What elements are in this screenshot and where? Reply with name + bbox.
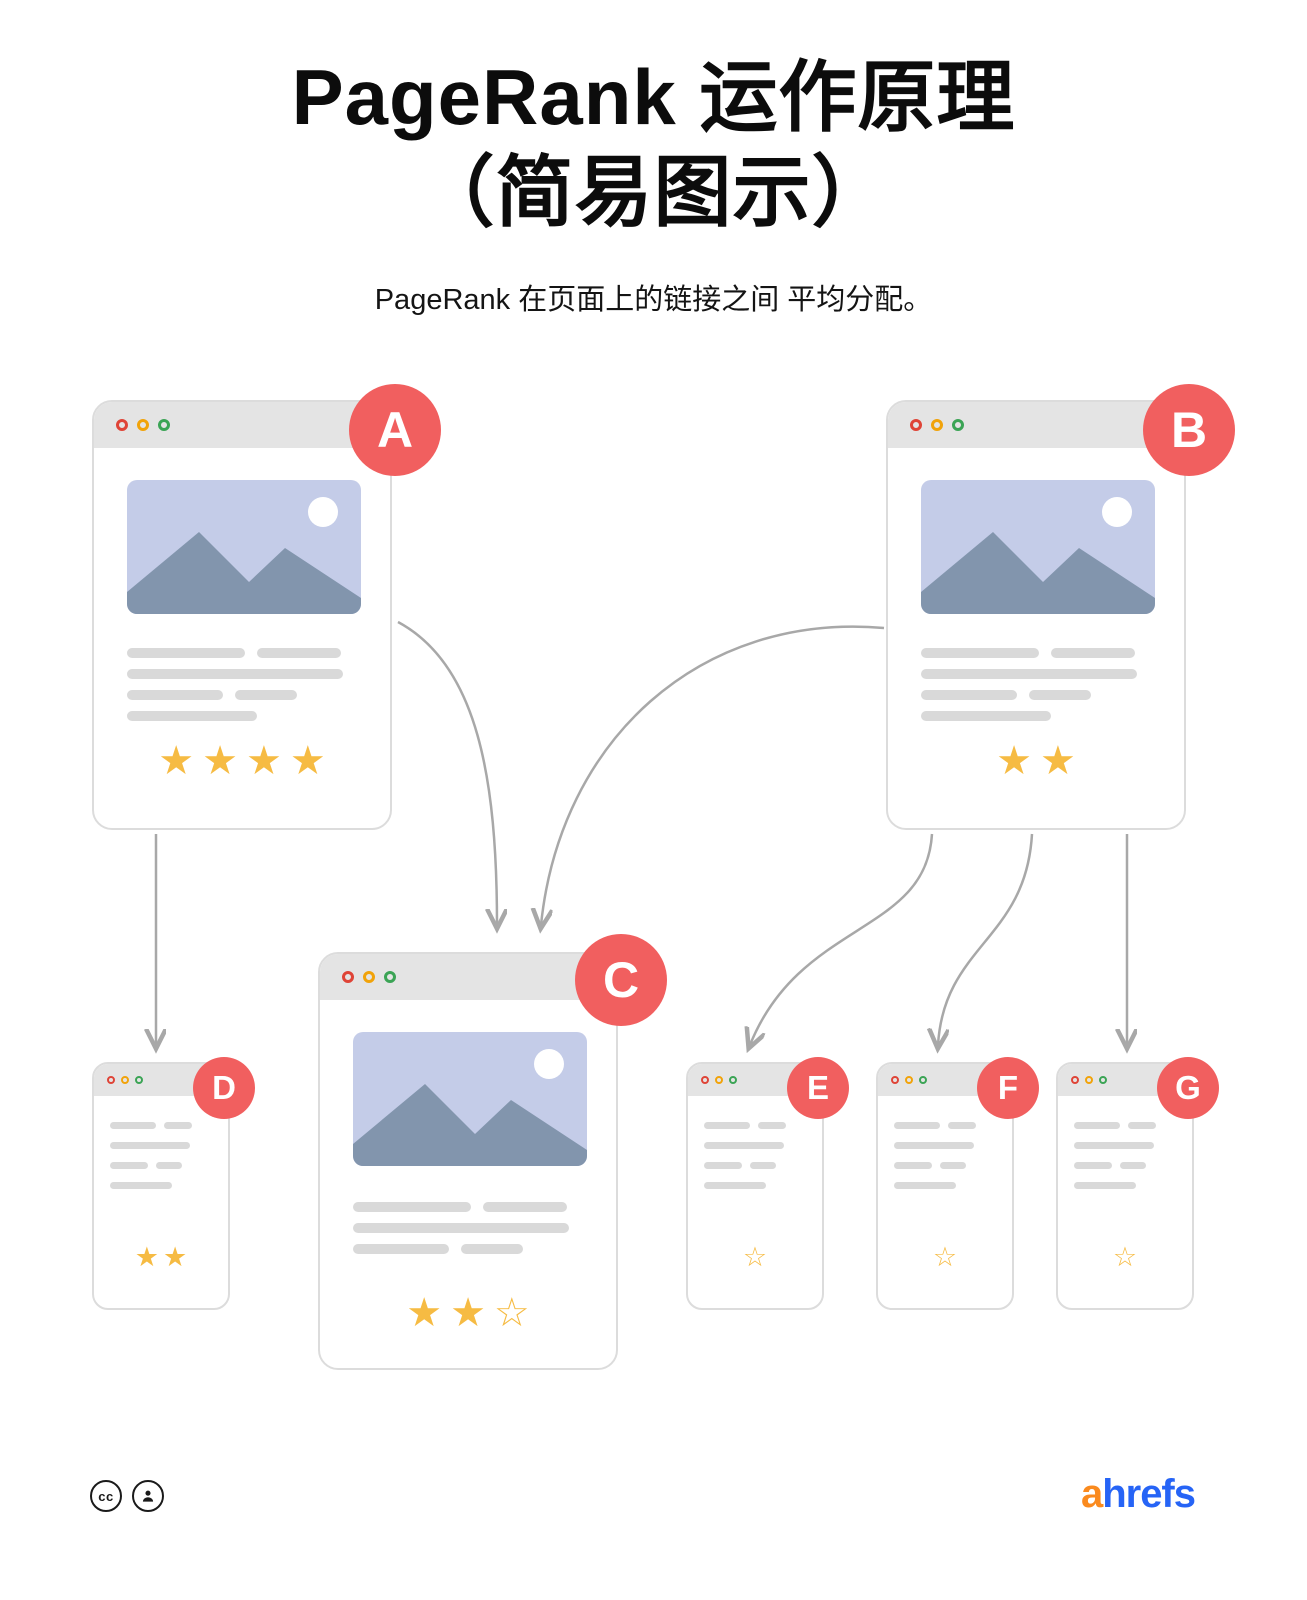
window-dot-yellow-icon [121,1076,129,1084]
browser-window-b: ★★ B [886,384,1235,830]
text-lines [127,648,357,732]
window-dot-yellow-icon [363,971,375,983]
star-rating-b: ★★ [996,739,1084,783]
star-rating-g: ☆ [1112,1242,1142,1272]
browser-window-e: ☆ E [686,1057,849,1310]
page-badge-a: A [349,384,441,476]
arrow-b-to-c [541,625,885,925]
star-rating-e: ☆ [742,1242,772,1272]
title-line-1: PageRank 运作原理 [291,53,1016,141]
text-lines [353,1202,583,1265]
page-title: PageRank 运作原理 （简易图示） [0,50,1307,240]
window-dot-red-icon [891,1076,899,1084]
text-lines [1074,1122,1176,1202]
star-rating-a: ★★★★ [158,739,334,783]
text-lines [110,1122,212,1202]
ahrefs-logo: ahrefs [1080,1472,1196,1517]
ahrefs-logo-a: a [1080,1472,1103,1516]
browser-titlebar [320,954,616,1000]
browser-titlebar [888,402,1184,448]
browser-window-c: ★★☆ C [318,934,667,1370]
window-dot-yellow-icon [905,1076,913,1084]
window-dot-green-icon [384,971,396,983]
browser-window-d: ★★ D [92,1057,255,1310]
page-badge-e: E [787,1057,849,1119]
window-dot-green-icon [952,419,964,431]
license-badges: cc [90,1480,164,1512]
subtitle: PageRank 在页面上的链接之间 平均分配。 [374,284,933,316]
ahrefs-logo-rest: hrefs [1102,1472,1196,1516]
arrow-b-to-f [938,833,1034,1045]
window-dot-red-icon [342,971,354,983]
window-dot-yellow-icon [137,419,149,431]
window-dot-green-icon [135,1076,143,1084]
star-rating-d: ★★ [134,1242,192,1272]
browser-titlebar [94,402,390,448]
star-rating-c: ★★☆ [406,1291,538,1335]
page-badge-c: C [575,934,667,1026]
text-lines [921,648,1151,732]
window-dot-green-icon [919,1076,927,1084]
arrow-b-to-e [750,833,934,1045]
window-dot-green-icon [729,1076,737,1084]
page-badge-f: F [977,1057,1039,1119]
page-badge-d: D [193,1057,255,1119]
title-line-2: （简易图示） [416,148,891,237]
window-dot-green-icon [1099,1076,1107,1084]
image-placeholder [353,1032,587,1166]
window-dot-red-icon [1071,1076,1079,1084]
window-dot-red-icon [910,419,922,431]
window-dot-yellow-icon [931,419,943,431]
image-placeholder [921,480,1155,614]
page-badge-b: B [1143,384,1235,476]
arrow-a-to-c [397,620,497,925]
window-dot-green-icon [158,419,170,431]
attribution-person-icon [132,1480,164,1512]
window-dot-red-icon [701,1076,709,1084]
window-dot-red-icon [116,419,128,431]
page-badge-g: G [1157,1057,1219,1119]
text-lines [894,1122,996,1202]
text-lines [704,1122,806,1202]
creative-commons-icon: cc [90,1480,122,1512]
browser-window-f: ☆ F [876,1057,1039,1310]
image-placeholder [127,480,361,614]
browser-window-g: ☆ G [1056,1057,1219,1310]
star-rating-f: ☆ [932,1242,962,1272]
window-dot-red-icon [107,1076,115,1084]
browser-window-a: ★★★★ A [92,384,441,830]
window-dot-yellow-icon [715,1076,723,1084]
window-dot-yellow-icon [1085,1076,1093,1084]
